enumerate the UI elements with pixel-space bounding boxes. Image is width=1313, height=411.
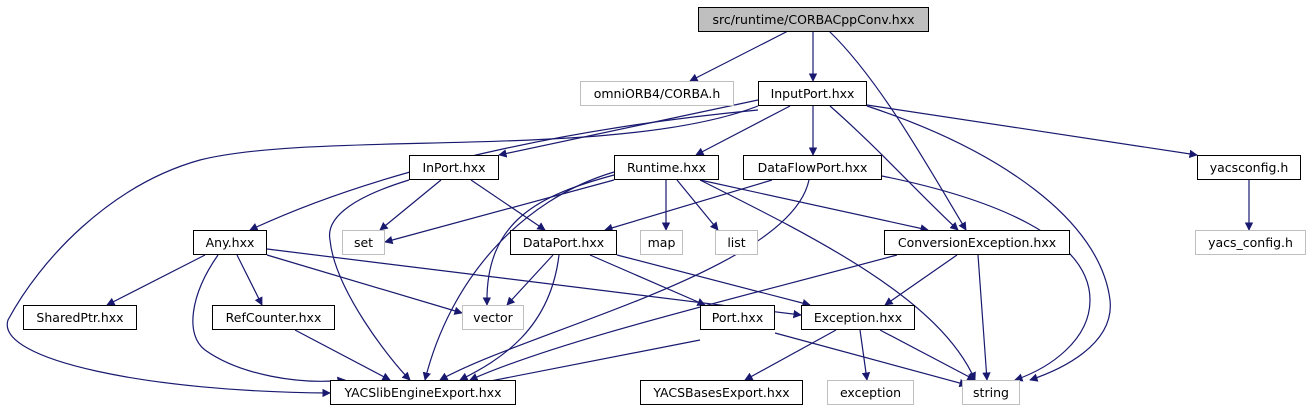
node-conversionexception[interactable]: ConversionException.hxx	[884, 230, 1070, 255]
edge-dataflowport-to-yacslib	[439, 179, 810, 381]
node-omniorb[interactable]: omniORB4/CORBA.h	[580, 81, 734, 106]
edge-runtime-to-convexc	[699, 179, 929, 233]
edge-dataport-to-exception_hxx	[616, 254, 811, 308]
node-inputport[interactable]: InputPort.hxx	[758, 81, 867, 106]
node-refcounter[interactable]: RefCounter.hxx	[212, 305, 335, 330]
node-yacslibengineexport[interactable]: YACSlibEngineExport.hxx	[330, 380, 516, 405]
edge-port-to-string	[774, 332, 968, 388]
edge-inputport-to-yacslib	[6, 105, 759, 398]
edge-inputport-to-inport	[498, 99, 759, 158]
node-sharedptr[interactable]: SharedPtr.hxx	[23, 305, 137, 330]
node-exception[interactable]: exception	[827, 380, 914, 405]
edge-inputport-to-yacsconfig	[866, 104, 1198, 159]
node-dataflowport[interactable]: DataFlowPort.hxx	[743, 155, 882, 180]
node-yacsconfig[interactable]: yacsconfig.h	[1197, 155, 1301, 180]
node-dataport[interactable]: DataPort.hxx	[510, 230, 617, 255]
edge-dataflowport-to-dataport	[604, 179, 773, 232]
node-list[interactable]: list	[715, 230, 758, 255]
edge-dataflowport-to-string	[881, 175, 1091, 382]
node-runtime[interactable]: Runtime.hxx	[614, 155, 719, 180]
edge-any-to-refcounter	[236, 254, 263, 306]
edge-exception_hxx-to-exception	[859, 329, 871, 381]
edge-inputport-to-any	[249, 109, 759, 231]
edge-port-to-yacslib	[469, 339, 701, 388]
node-root[interactable]: src/runtime/CORBACppConv.hxx	[698, 7, 929, 32]
edge-exception_hxx-to-string	[879, 329, 976, 381]
node-set[interactable]: set	[342, 230, 385, 255]
node-string[interactable]: string	[962, 380, 1020, 405]
edge-any-to-vector	[266, 254, 463, 315]
edge-refcounter-to-yacslib	[294, 329, 391, 381]
edge-convexc-to-exception_hxx	[884, 254, 958, 306]
edge-inputport-to-runtime	[695, 105, 791, 156]
edge-inport-to-set	[379, 179, 442, 231]
edge-inputport-to-string	[866, 105, 1111, 382]
node-yacs-config[interactable]: yacs_config.h	[1195, 230, 1306, 255]
node-inport[interactable]: InPort.hxx	[409, 155, 499, 180]
edge-runtime-to-list	[676, 179, 719, 231]
node-port[interactable]: Port.hxx	[700, 305, 775, 330]
edge-root-to-convexc	[828, 30, 967, 231]
edge-runtime-to-string	[699, 179, 976, 381]
edge-inport-to-yacslib	[329, 179, 411, 381]
node-vector[interactable]: vector	[462, 305, 524, 330]
edge-convexc-to-string	[977, 254, 991, 381]
edge-any-to-sharedptr	[106, 254, 206, 306]
node-any[interactable]: Any.hxx	[193, 230, 267, 255]
edge-dataport-to-yacslib	[459, 254, 560, 381]
node-yacsbasesexport[interactable]: YACSBasesExport.hxx	[640, 380, 803, 405]
edge-any-to-yacslib	[192, 254, 346, 386]
edge-exception_hxx-to-yacsbases	[744, 329, 837, 381]
edge-convexc-to-yacslib	[469, 254, 898, 381]
node-exception-hxx[interactable]: Exception.hxx	[801, 305, 915, 330]
edge-runtime-to-yacslib	[422, 171, 615, 381]
node-map[interactable]: map	[640, 230, 683, 255]
edge-runtime-to-set	[384, 179, 615, 245]
edge-dataport-to-vector	[506, 254, 554, 306]
edge-root-to-omniorb	[689, 30, 789, 82]
edge-dataport-to-port	[589, 254, 706, 306]
edge-inport-to-dataport	[470, 179, 546, 231]
edge-inputport-to-convexc	[829, 105, 959, 231]
